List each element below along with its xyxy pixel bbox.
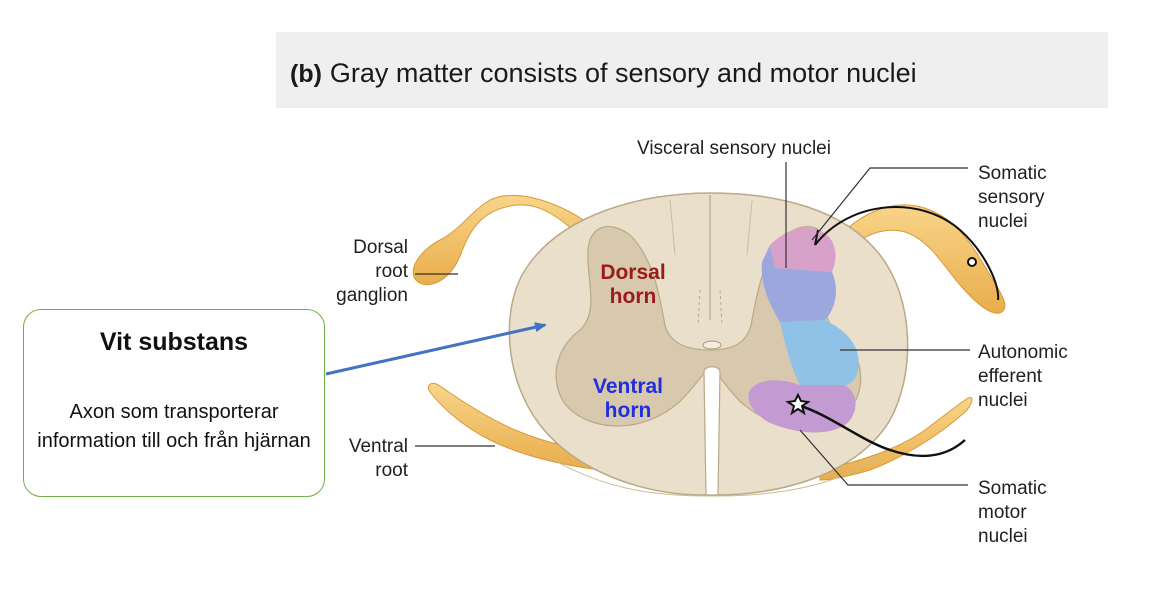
right-dorsal-root <box>829 204 1006 314</box>
visceral-sensory-region <box>761 245 836 322</box>
ventral-fissure <box>703 366 721 496</box>
motor-neuron-star-icon <box>785 392 811 416</box>
callout-title: Vit substans <box>99 328 249 356</box>
figure-title: (b)Gray matter consists of sensory and m… <box>290 58 917 89</box>
label-somatic-sensory-nuclei: Somatic sensory nuclei <box>978 163 1047 232</box>
label-ventral-root: Ventral root <box>348 436 408 481</box>
callout-box: Vit substans Axon som transporterar info… <box>23 309 325 497</box>
title-bar: (b)Gray matter consists of sensory and m… <box>276 32 1108 108</box>
label-visceral-sensory-nuclei: Visceral sensory nuclei <box>637 138 831 159</box>
central-canal <box>702 340 722 350</box>
figure-part-letter: (b) <box>290 60 322 88</box>
label-dorsal-root-ganglion: Dorsal root ganglion <box>336 237 408 306</box>
label-somatic-motor-nuclei: Somatic motor nuclei <box>978 478 1047 547</box>
right-ventral-root <box>819 396 973 481</box>
autonomic-region <box>780 320 859 385</box>
callout-body: Axon som transporterar information till … <box>37 401 311 452</box>
callout-arrow <box>325 322 547 376</box>
left-dorsal-root <box>412 194 601 286</box>
left-ventral-root <box>427 382 606 471</box>
motor-fiber <box>797 403 966 458</box>
sensory-fiber <box>814 206 1000 301</box>
label-dorsal-horn: Dorsal horn <box>600 261 666 308</box>
label-ventral-horn: Ventral horn <box>592 375 664 422</box>
label-autonomic-efferent-nuclei: Autonomic efferent nuclei <box>978 342 1068 411</box>
figure-title-text: Gray matter consists of sensory and moto… <box>329 58 917 88</box>
